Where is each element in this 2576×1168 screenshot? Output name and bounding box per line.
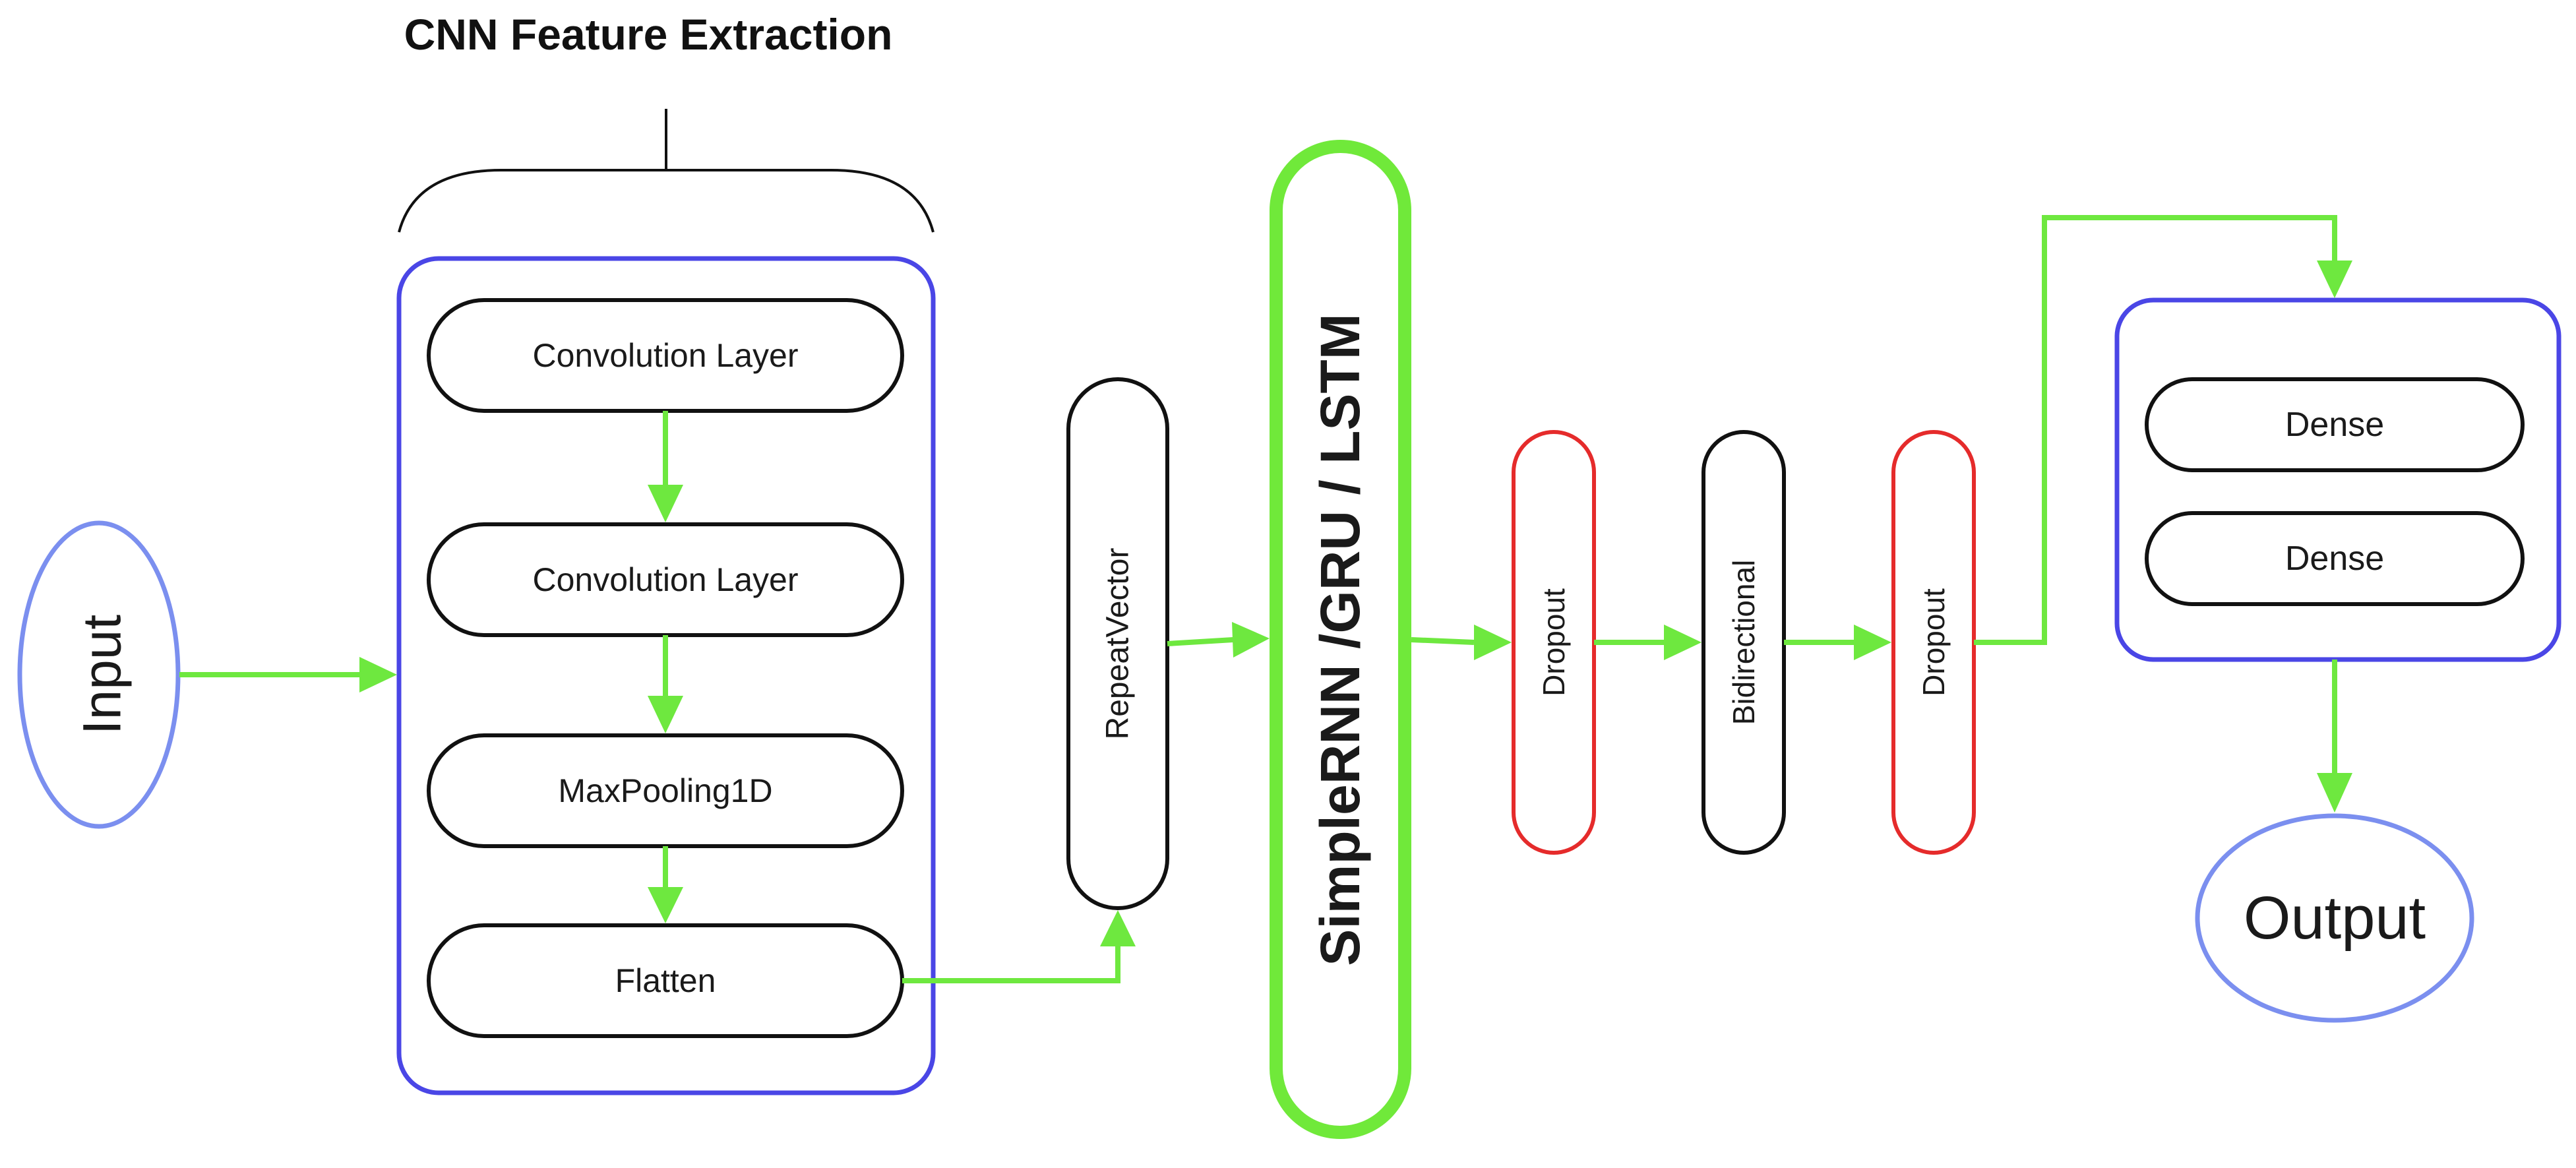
flatten-label: Flatten bbox=[615, 962, 716, 999]
convolution-layer-2-label: Convolution Layer bbox=[532, 561, 798, 598]
arrow-rnn-to-dropout1 bbox=[1411, 625, 1512, 660]
diagram-title: CNN Feature Extraction bbox=[404, 10, 893, 59]
arrow-dense-to-output bbox=[2317, 660, 2352, 813]
arrow-conv1-to-conv2 bbox=[648, 411, 683, 522]
dropout-2-label: Dropout bbox=[1917, 588, 1951, 696]
arrow-bidirectional-to-dropout2 bbox=[1784, 625, 1891, 660]
output-node: Output bbox=[2195, 813, 2474, 1023]
cnn-group-brace bbox=[398, 109, 935, 233]
dense-2-label: Dense bbox=[2285, 539, 2384, 578]
arrow-conv2-to-maxpool bbox=[648, 635, 683, 733]
dense-1-node: Dense bbox=[2145, 377, 2525, 472]
recurrent-layer-node: SimpleRNN /GRU / LSTM bbox=[1270, 140, 1411, 1139]
repeatvector-node: RepeatVector bbox=[1066, 377, 1169, 910]
maxpooling1d-label: MaxPooling1D bbox=[558, 772, 772, 809]
arrow-dropout2-to-dense bbox=[1974, 215, 2352, 645]
dense-group bbox=[2114, 297, 2561, 662]
maxpooling1d-node: MaxPooling1D bbox=[427, 733, 904, 848]
input-label: Input bbox=[73, 615, 133, 735]
dropout-1-node: Dropout bbox=[1512, 430, 1596, 855]
bidirectional-label: Bidirectional bbox=[1727, 560, 1761, 725]
arrow-maxpool-to-flatten bbox=[648, 846, 683, 923]
flatten-node: Flatten bbox=[427, 923, 904, 1038]
bidirectional-node: Bidirectional bbox=[1702, 430, 1786, 855]
dense-1-label: Dense bbox=[2285, 406, 2384, 444]
repeatvector-label: RepeatVector bbox=[1101, 548, 1136, 740]
convolution-layer-1-label: Convolution Layer bbox=[532, 337, 798, 374]
arrow-repeatvector-to-rnn bbox=[1167, 622, 1270, 658]
output-label: Output bbox=[2244, 884, 2426, 952]
recurrent-layer-label: SimpleRNN /GRU / LSTM bbox=[1309, 313, 1371, 966]
dense-2-node: Dense bbox=[2145, 511, 2525, 606]
arrow-input-to-cnn bbox=[179, 657, 397, 692]
input-node: Input bbox=[17, 520, 181, 829]
convolution-layer-2-node: Convolution Layer bbox=[427, 522, 904, 637]
dropout-1-label: Dropout bbox=[1537, 588, 1571, 696]
cnn-feature-extraction-group bbox=[396, 256, 936, 1095]
arrow-dropout1-to-bidirectional bbox=[1594, 625, 1702, 660]
arrow-flatten-to-repeatvector bbox=[902, 910, 1136, 983]
convolution-layer-1-node: Convolution Layer bbox=[427, 298, 904, 413]
dropout-2-node: Dropout bbox=[1891, 430, 1976, 855]
